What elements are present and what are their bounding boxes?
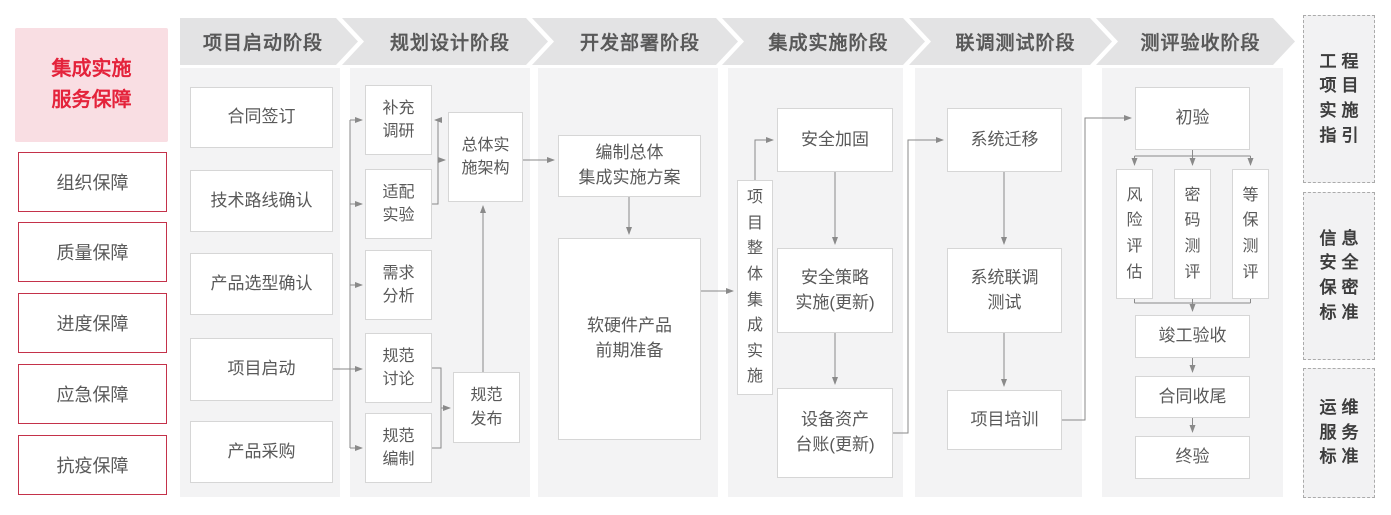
box-overall-integration-implementation: 项 目 整 体 集 成 实 施: [737, 180, 773, 395]
phase-header-project-kickoff: 项目启动阶段: [180, 18, 358, 65]
box-overall-integration-plan: 编制总体 集成实施方案: [558, 135, 701, 197]
box-final-acceptance: 终验: [1135, 436, 1250, 479]
sidebar-item-emergency: 应急保障: [18, 364, 167, 424]
ref-ops-service-standard: 运维 服务 标准: [1303, 368, 1375, 498]
box-overall-architecture: 总体实 施架构: [448, 112, 523, 202]
phase-header-joint-testing: 联调测试阶段: [909, 18, 1112, 65]
sidebar-item-schedule: 进度保障: [18, 293, 167, 353]
box-asset-ledger: 设备资产 台账(更新): [777, 388, 893, 478]
sidebar-item-organization: 组织保障: [18, 152, 167, 212]
sidebar-item-quality: 质量保障: [18, 222, 167, 282]
box-hw-sw-preparation: 软硬件产品 前期准备: [558, 238, 701, 440]
box-risk-assessment: 风 险 评 估: [1116, 169, 1153, 299]
box-security-policy: 安全策略 实施(更新): [777, 248, 893, 333]
phase-header-evaluation-acceptance: 测评验收阶段: [1096, 18, 1295, 65]
box-system-joint-testing: 系统联调 测试: [947, 248, 1062, 333]
box-spec-compilation: 规范 编制: [365, 413, 432, 483]
box-product-procurement: 产品采购: [190, 421, 333, 483]
sidebar-item-epidemic: 抗疫保障: [18, 435, 167, 495]
box-adaptation-experiment: 适配 实验: [365, 169, 432, 239]
box-requirement-analysis: 需求 分析: [365, 250, 432, 320]
box-spec-discussion: 规范 讨论: [365, 333, 432, 403]
box-security-hardening: 安全加固: [777, 108, 893, 172]
box-project-training: 项目培训: [947, 390, 1062, 450]
phase-header-dev-deployment: 开发部署阶段: [532, 18, 738, 65]
box-product-selection-confirm: 产品选型确认: [190, 253, 333, 315]
box-contract-closure: 合同收尾: [1135, 376, 1250, 418]
ref-engineering-project-guide: 工程 项目 实施 指引: [1303, 15, 1375, 183]
box-supplementary-research: 补充 调研: [365, 85, 432, 155]
phase-header-planning-design: 规划设计阶段: [342, 18, 548, 65]
box-system-migration: 系统迁移: [947, 108, 1062, 172]
ref-infosec-confidentiality-standard: 信息 安全 保密 标准: [1303, 192, 1375, 360]
box-contract-signing: 合同签订: [190, 87, 333, 148]
box-tech-route-confirm: 技术路线确认: [190, 170, 333, 232]
phase-header-integration-impl: 集成实施阶段: [722, 18, 925, 65]
box-completion-acceptance: 竣工验收: [1135, 315, 1250, 358]
box-mlps-evaluation: 等 保 测 评: [1232, 169, 1269, 299]
box-project-kickoff: 项目启动: [190, 338, 333, 401]
box-crypto-evaluation: 密 码 测 评: [1174, 169, 1211, 299]
box-initial-acceptance: 初验: [1135, 87, 1250, 150]
sidebar-title: 集成实施 服务保障: [15, 28, 168, 142]
box-spec-release: 规范 发布: [453, 372, 520, 443]
